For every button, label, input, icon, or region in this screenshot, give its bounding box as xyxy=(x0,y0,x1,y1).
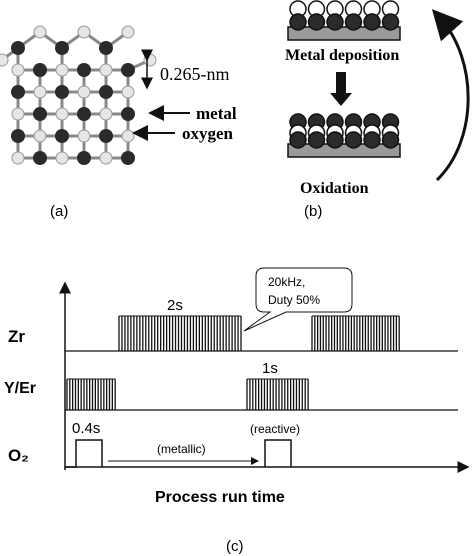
annotation-1s: 1s xyxy=(262,360,278,377)
step2-layer xyxy=(287,113,401,158)
callout-line2: Duty 50% xyxy=(268,293,320,307)
metal-atom xyxy=(121,151,135,165)
oxygen-atom xyxy=(143,53,157,67)
crystal-lattice xyxy=(0,25,157,165)
o2-pulse-metallic xyxy=(65,439,103,468)
oxygen-atom xyxy=(121,129,135,143)
o2-pulse-reactive xyxy=(264,439,292,467)
metal-atom xyxy=(33,107,47,121)
oxygen-atom xyxy=(99,151,113,165)
substrate xyxy=(287,143,401,158)
panel-b: Metal deposition Oxidation (b) xyxy=(285,0,470,220)
metal-atom xyxy=(77,63,91,77)
metal-atom xyxy=(307,131,326,149)
oxygen-atom xyxy=(33,25,47,39)
metal-atom xyxy=(55,41,69,55)
caption-b: (b) xyxy=(304,203,322,220)
metal-atom xyxy=(307,13,326,31)
annotation-0-4s: 0.4s xyxy=(72,420,100,437)
metal-atom xyxy=(121,107,135,121)
metal-atom xyxy=(363,13,381,31)
metal-atom xyxy=(289,131,307,149)
oxygen-atom xyxy=(77,85,91,99)
metal-atom xyxy=(77,151,91,165)
oxygen-atom xyxy=(11,107,25,121)
metallic-label: (metallic) xyxy=(157,442,206,456)
oxygen-atom xyxy=(77,129,91,143)
annotation-2s: 2s xyxy=(167,297,183,314)
step1-layer xyxy=(287,0,401,41)
oxygen-atom xyxy=(11,63,25,77)
panel-a: 0.265-nm metal oxygen (a) xyxy=(0,25,237,220)
metal-atom xyxy=(344,13,363,31)
oxygen-atom xyxy=(99,107,113,121)
row-label-o2: O₂ xyxy=(8,446,29,465)
metal-atom xyxy=(33,151,47,165)
pulse-trains xyxy=(66,315,400,410)
oxygen-atom xyxy=(77,25,91,39)
cycle-arrow xyxy=(431,9,470,182)
metal-atom xyxy=(77,107,91,121)
oxygen-atom xyxy=(11,151,25,165)
metal-atom xyxy=(121,63,135,77)
oxygen-atom xyxy=(0,53,9,67)
oxygen-label: oxygen xyxy=(182,124,234,143)
row-label-zr: Zr xyxy=(8,327,25,346)
metal-atom xyxy=(99,85,113,99)
metal-atom xyxy=(289,13,307,31)
caption-c: (c) xyxy=(226,538,244,555)
x-axis-label: Process run time xyxy=(155,489,285,506)
oxygen-atom xyxy=(121,25,135,39)
metal-atom xyxy=(326,13,344,31)
metal-atom xyxy=(11,129,25,143)
oxygen-atom xyxy=(121,85,135,99)
oxygen-atom xyxy=(33,85,47,99)
metal-atom xyxy=(363,131,381,149)
metal-atom xyxy=(381,13,400,31)
step2-label: Oxidation xyxy=(300,180,369,197)
metal-atom xyxy=(33,63,47,77)
oxygen-atom xyxy=(99,63,113,77)
down-arrow-shaft xyxy=(336,72,346,94)
oxygen-atom xyxy=(55,63,69,77)
metal-label: metal xyxy=(196,104,237,123)
row-label-yer: Y/Er xyxy=(4,380,36,397)
metal-atom xyxy=(344,131,363,149)
metal-atom xyxy=(326,131,344,149)
metal-atom xyxy=(55,129,69,143)
frequency-callout: 20kHz, Duty 50% xyxy=(243,267,353,332)
caption-a: (a) xyxy=(50,203,68,220)
metal-atom xyxy=(381,131,400,149)
metal-atom xyxy=(99,41,113,55)
substrate xyxy=(287,26,401,41)
metal-atom xyxy=(11,85,25,99)
spacing-label: 0.265-nm xyxy=(160,64,230,84)
metal-atom xyxy=(11,41,25,55)
oxygen-atom xyxy=(33,129,47,143)
step1-label: Metal deposition xyxy=(285,47,399,64)
reactive-label: (reactive) xyxy=(250,422,300,436)
metal-atom xyxy=(55,85,69,99)
oxygen-atom xyxy=(55,107,69,121)
panel-c: Zr Y/Er O₂ 2s 1s 0.4s (metallic) (reacti… xyxy=(4,267,470,555)
metal-atom xyxy=(99,129,113,143)
callout-line1: 20kHz, xyxy=(268,275,305,289)
down-arrow-head xyxy=(330,93,352,106)
oxygen-atom xyxy=(55,151,69,165)
